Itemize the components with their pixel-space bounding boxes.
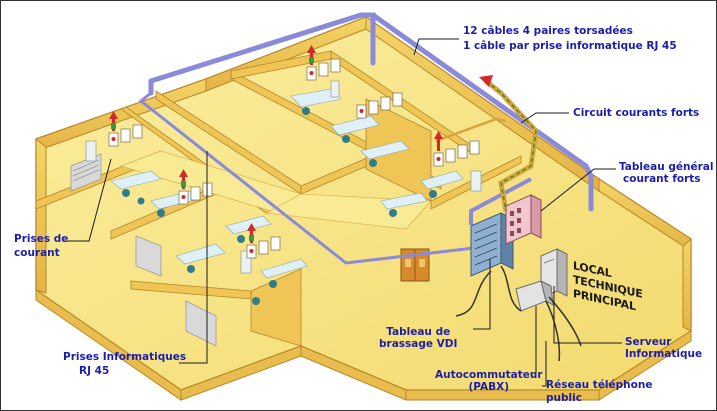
label-pabx: Autocommutateur (PABX)	[435, 369, 543, 393]
windows	[70, 153, 217, 347]
label-cables: 12 câbles 4 paires torsadées 1 câble par…	[463, 25, 677, 52]
outlet-groups	[108, 45, 480, 259]
data-cable-to-panel	[138, 91, 492, 265]
label-prises-courant: Prises de courant	[14, 233, 69, 259]
label-tableau-general: Tableau général courant forts	[619, 161, 714, 185]
front-walls	[35, 289, 692, 401]
power-circuit-arrow	[479, 75, 493, 87]
data-cable-right	[469, 177, 532, 225]
data-cable-trunk	[148, 12, 594, 212]
network-cables	[455, 265, 582, 362]
vdi-patch-panel	[470, 212, 514, 277]
general-power-panel	[505, 194, 542, 245]
leader-lines	[63, 38, 622, 387]
power-circuit	[435, 79, 539, 212]
office-furniture	[85, 80, 482, 305]
label-reseau-telephone: Réseau téléphone public	[546, 379, 653, 404]
label-prises-informatiques: Prises Informatiques RJ 45	[63, 351, 187, 377]
label-circuit: Circuit courants forts	[573, 107, 700, 119]
label-brassage-vdi: Tableau de brassage VDI	[379, 326, 458, 350]
label-serveur: Serveur Informatique	[625, 336, 703, 360]
